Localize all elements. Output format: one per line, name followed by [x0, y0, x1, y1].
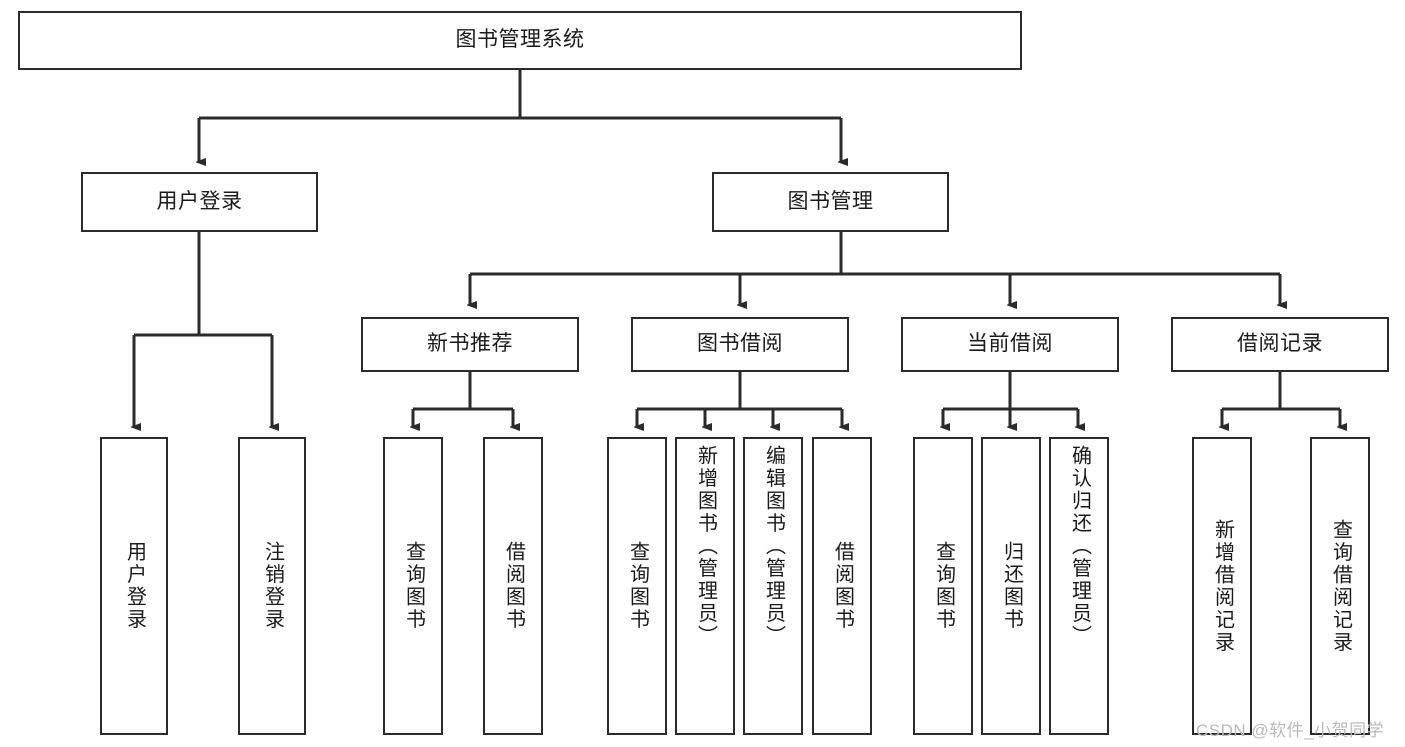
node-leaf-confirm-return-admin[interactable]: 确认归还（管理员） — [1049, 437, 1109, 735]
node-leaf-edit-book-admin[interactable]: 编辑图书（管理员） — [743, 437, 803, 735]
node-leaf-user-login[interactable]: 用户登录 — [100, 437, 168, 735]
node-current-borrow[interactable]: 当前借阅 — [901, 317, 1119, 372]
node-leaf-add-borrow-record[interactable]: 新增借阅记录 — [1192, 437, 1252, 735]
node-leaf-query-book-recommend[interactable]: 查询图书 — [383, 437, 443, 735]
node-label: 用户登录 — [156, 189, 243, 213]
node-label: 归还图书 — [1000, 541, 1023, 631]
csdn-watermark: CSDN @软件_小贺同学 — [1196, 721, 1385, 740]
node-user-login[interactable]: 用户登录 — [81, 172, 318, 232]
node-root-book-management-system[interactable]: 图书管理系统 — [18, 11, 1022, 70]
node-leaf-add-book-admin[interactable]: 新增图书（管理员） — [675, 437, 735, 735]
node-new-book-recommend[interactable]: 新书推荐 — [361, 317, 579, 372]
node-book-borrow[interactable]: 图书借阅 — [631, 317, 849, 372]
node-label: 借阅图书 — [831, 541, 854, 631]
node-label: 当前借阅 — [967, 332, 1053, 356]
node-leaf-borrow-book-recommend[interactable]: 借阅图书 — [483, 437, 543, 735]
node-label: 借阅图书 — [502, 541, 525, 631]
node-label: 查询图书 — [402, 541, 425, 631]
node-book-management[interactable]: 图书管理 — [712, 172, 949, 232]
node-label: 编辑图书（管理员） — [762, 445, 785, 648]
node-label: 图书借阅 — [697, 332, 783, 356]
node-leaf-query-book-current[interactable]: 查询图书 — [913, 437, 973, 735]
node-leaf-return-book[interactable]: 归还图书 — [981, 437, 1041, 735]
node-label: 借阅记录 — [1237, 332, 1323, 356]
node-label: 用户登录 — [123, 541, 146, 631]
node-label: 查询借阅记录 — [1329, 518, 1352, 654]
node-label: 新增借阅记录 — [1211, 518, 1234, 654]
node-leaf-borrow-book-borrow[interactable]: 借阅图书 — [812, 437, 872, 735]
node-label: 图书管理 — [787, 189, 874, 213]
node-label: 注销登录 — [261, 541, 284, 631]
node-leaf-logout-login[interactable]: 注销登录 — [238, 437, 306, 735]
node-borrow-record[interactable]: 借阅记录 — [1171, 317, 1389, 372]
node-label: 查询图书 — [626, 541, 649, 631]
node-label: 新增图书（管理员） — [694, 445, 717, 648]
node-label: 查询图书 — [932, 541, 955, 631]
node-label: 确认归还（管理员） — [1068, 445, 1091, 648]
node-leaf-query-book-borrow[interactable]: 查询图书 — [607, 437, 667, 735]
node-label: 新书推荐 — [427, 332, 513, 356]
node-leaf-query-borrow-record[interactable]: 查询借阅记录 — [1310, 437, 1370, 735]
node-label: 图书管理系统 — [455, 28, 585, 52]
